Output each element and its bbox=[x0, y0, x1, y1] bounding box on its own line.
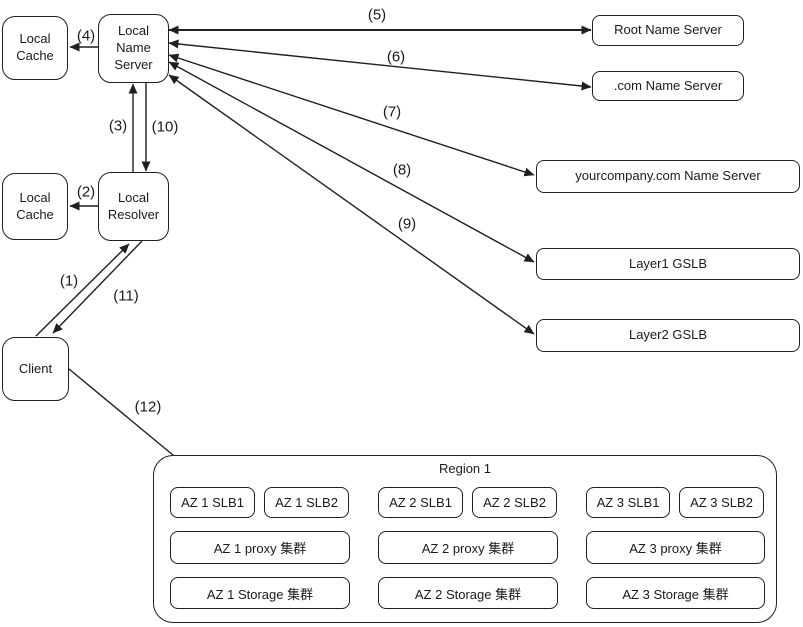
node-az3-storage-cluster: AZ 3 Storage 集群 bbox=[586, 577, 765, 609]
node-yourcompany-name-server: yourcompany.com Name Server bbox=[536, 160, 800, 193]
edge-label-8: (8) bbox=[392, 161, 412, 179]
node-layer1-gslb: Layer1 GSLB bbox=[536, 248, 800, 280]
node-local-resolver: Local Resolver bbox=[98, 172, 169, 241]
node-az3-proxy-cluster: AZ 3 proxy 集群 bbox=[586, 531, 765, 564]
region-title: Region 1 bbox=[438, 461, 492, 476]
edge-label-11: (11) bbox=[113, 287, 139, 305]
node-layer2-gslb: Layer2 GSLB bbox=[536, 319, 800, 352]
node-client: Client bbox=[2, 337, 69, 401]
node-local-cache-mid: Local Cache bbox=[2, 173, 68, 240]
edge-6-name-server-com bbox=[168, 39, 592, 91]
node-com-name-server: .com Name Server bbox=[592, 71, 744, 101]
edge-label-2: (2) bbox=[76, 183, 96, 201]
edge-label-6: (6) bbox=[386, 48, 406, 66]
edge-label-5: (5) bbox=[367, 6, 387, 24]
edge-label-1: (1) bbox=[59, 272, 79, 290]
node-az2-slb2: AZ 2 SLB2 bbox=[472, 487, 557, 518]
node-az1-slb1: AZ 1 SLB1 bbox=[170, 487, 255, 518]
node-az1-proxy-cluster: AZ 1 proxy 集群 bbox=[170, 531, 350, 564]
edge-label-4: (4) bbox=[76, 27, 96, 45]
edge-label-9: (9) bbox=[397, 215, 417, 233]
node-az2-storage-cluster: AZ 2 Storage 集群 bbox=[378, 577, 558, 609]
edge-label-7: (7) bbox=[382, 103, 402, 121]
node-local-name-server: Local Name Server bbox=[98, 14, 169, 83]
node-az1-storage-cluster: AZ 1 Storage 集群 bbox=[170, 577, 350, 609]
edge-1-client-to-resolver bbox=[35, 243, 130, 337]
edge-8-name-server-layer1-gslb bbox=[168, 61, 535, 263]
node-az3-slb2: AZ 3 SLB2 bbox=[679, 487, 764, 518]
node-az1-slb2: AZ 1 SLB2 bbox=[264, 487, 349, 518]
edge-9-name-server-layer2-gslb bbox=[168, 74, 535, 335]
edge-11-resolver-to-client bbox=[52, 240, 143, 334]
node-az3-slb1: AZ 3 SLB1 bbox=[586, 487, 670, 518]
node-az2-slb1: AZ 2 SLB1 bbox=[378, 487, 463, 518]
node-root-name-server: Root Name Server bbox=[592, 15, 744, 46]
edge-label-10: (10) bbox=[151, 118, 179, 136]
edge-label-3: (3) bbox=[108, 117, 128, 135]
node-az2-proxy-cluster: AZ 2 proxy 集群 bbox=[378, 531, 558, 564]
node-local-cache-top: Local Cache bbox=[2, 16, 68, 80]
edge-label-12: (12) bbox=[134, 398, 162, 416]
edge-7-name-server-yourcompany bbox=[168, 53, 535, 177]
